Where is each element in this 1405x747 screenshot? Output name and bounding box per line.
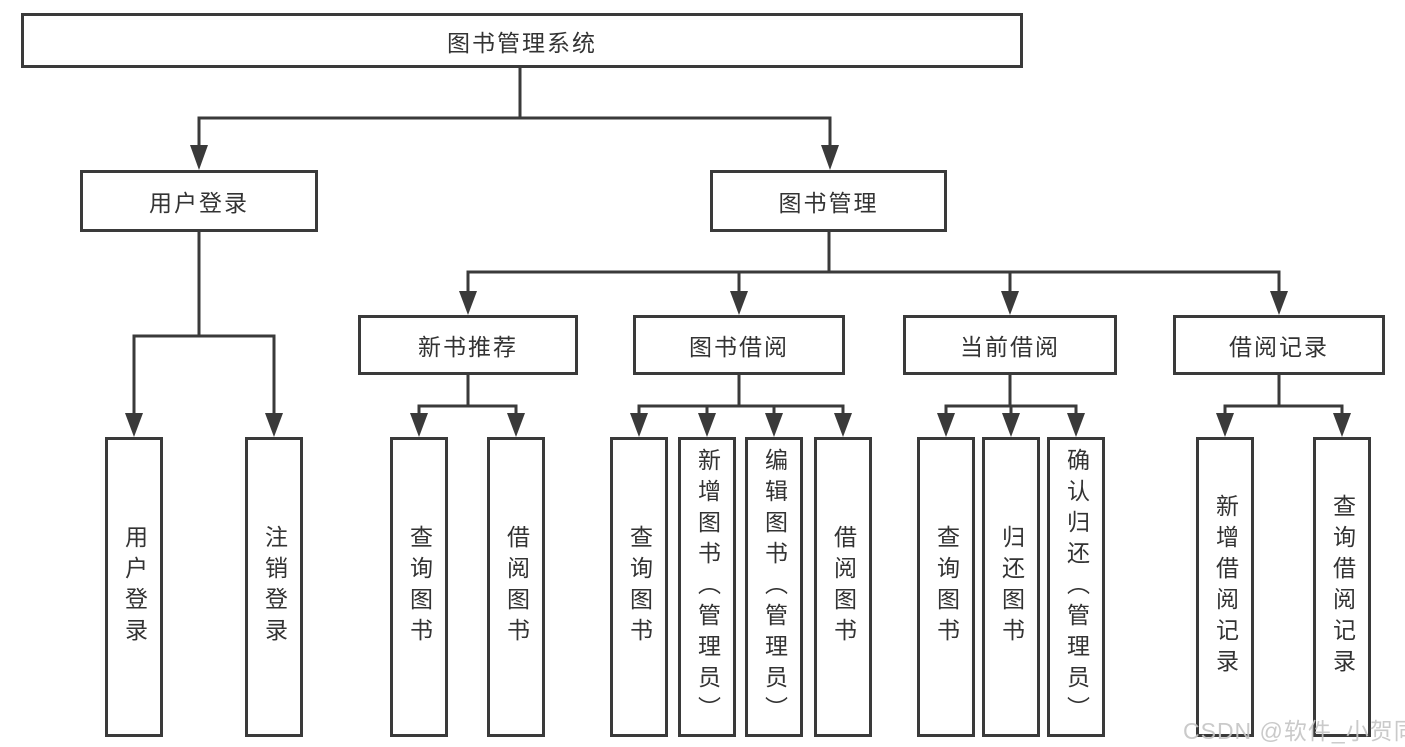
leaf-logout: 注销登录: [245, 437, 303, 737]
node-current-borrow: 当前借阅: [903, 315, 1117, 375]
leaf-add-borrow-record: 新增借阅记录: [1196, 437, 1254, 737]
node-book-borrow: 图书借阅: [633, 315, 845, 375]
csdn-watermark: CSDN @软件_小贺同学: [1183, 718, 1405, 744]
leaf-add-books-admin: 新增图书（管理员）: [678, 437, 736, 737]
leaf-borrow-books-1: 借阅图书: [487, 437, 545, 737]
node-book-management: 图书管理: [710, 170, 947, 232]
leaf-user-login: 用户登录: [105, 437, 163, 737]
leaf-query-borrow-record: 查询借阅记录: [1313, 437, 1371, 737]
leaf-query-books-3: 查询图书: [917, 437, 975, 737]
leaf-query-books-1: 查询图书: [390, 437, 448, 737]
leaf-confirm-return-admin: 确认归还（管理员）: [1047, 437, 1105, 737]
leaf-edit-books-admin: 编辑图书（管理员）: [745, 437, 803, 737]
node-borrow-records: 借阅记录: [1173, 315, 1385, 375]
node-library-system: 图书管理系统: [21, 13, 1023, 68]
node-user-login: 用户登录: [80, 170, 318, 232]
arrowheads: [125, 145, 1351, 437]
leaf-return-books: 归还图书: [982, 437, 1040, 737]
leaf-query-books-2: 查询图书: [610, 437, 668, 737]
leaf-borrow-books-2: 借阅图书: [814, 437, 872, 737]
node-new-book-recommend: 新书推荐: [358, 315, 578, 375]
